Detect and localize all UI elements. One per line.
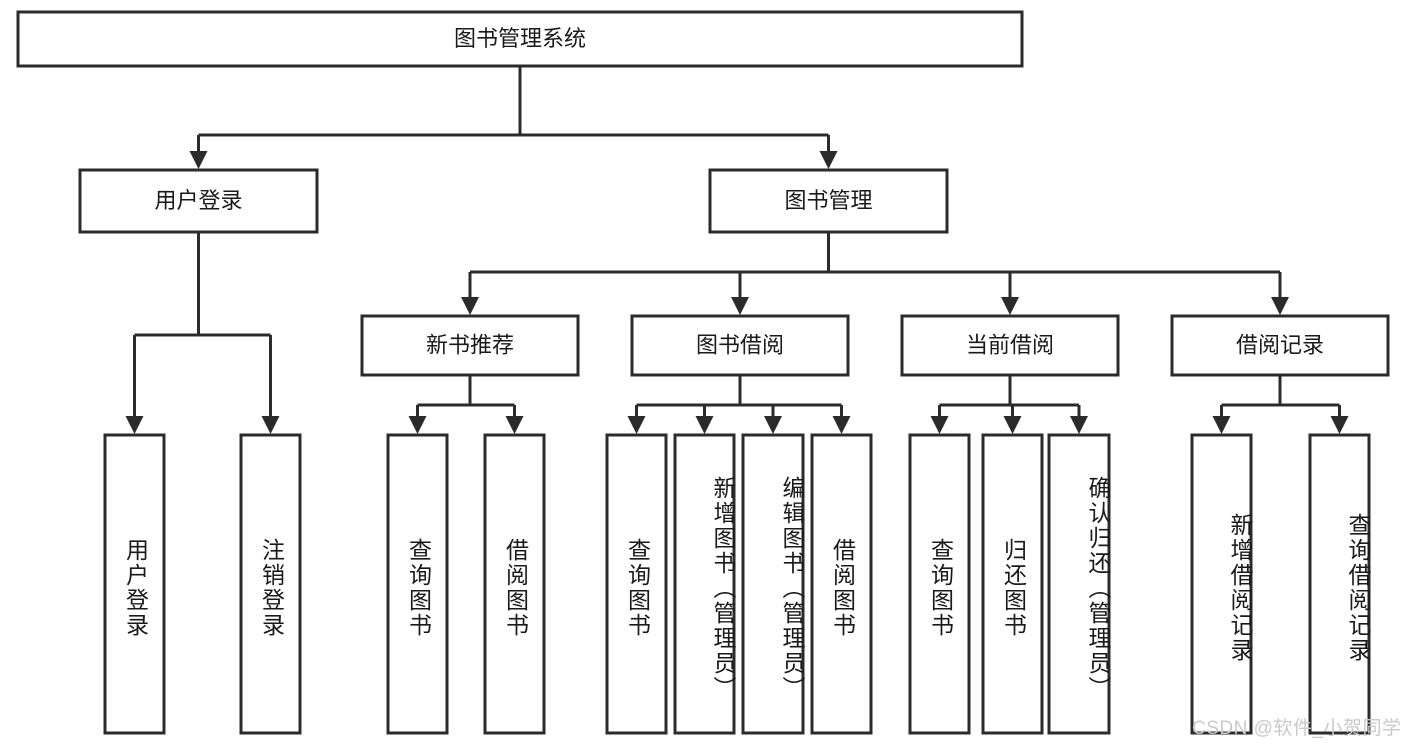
arrow-head-icon xyxy=(832,416,851,434)
arrow-head-icon xyxy=(764,416,782,434)
node-leaf-logout[interactable] xyxy=(239,433,302,735)
node-label: 图书管理 xyxy=(784,188,872,213)
arrow-head-icon xyxy=(930,416,949,434)
node-leaf-confirm-return[interactable] xyxy=(1047,433,1111,735)
node-label: 用户登录 xyxy=(154,188,242,213)
node-label: 借阅记录 xyxy=(1236,332,1324,357)
arrow-head-icon xyxy=(627,416,646,434)
arrow-head-icon xyxy=(461,297,479,315)
node-label: 图书借阅 xyxy=(696,332,784,357)
node-leaf-add-record[interactable] xyxy=(1190,433,1253,735)
arrow-head-icon xyxy=(408,416,427,434)
connectors-layer xyxy=(125,66,1349,434)
arrow-head-icon xyxy=(819,151,838,169)
arrow-head-icon xyxy=(125,416,144,434)
node-current-borrow[interactable]: 当前借阅 xyxy=(900,314,1120,377)
node-label: 新书推荐 xyxy=(426,332,514,357)
node-title-root[interactable]: 图书管理系统 xyxy=(16,10,1024,68)
node-borrow-record[interactable]: 借阅记录 xyxy=(1170,314,1390,377)
node-label: 图书管理系统 xyxy=(454,26,586,51)
arrow-head-icon xyxy=(1001,297,1019,315)
node-leaf-borrow-book-1[interactable] xyxy=(483,433,546,735)
node-leaf-query-record[interactable] xyxy=(1308,433,1371,735)
node-leaf-query-book-3[interactable] xyxy=(908,433,971,735)
arrow-head-icon xyxy=(1271,297,1289,315)
node-leaf-query-book-1[interactable] xyxy=(386,433,449,735)
node-leaf-user-login[interactable] xyxy=(103,433,166,735)
arrow-head-icon xyxy=(1330,416,1349,434)
arrow-head-icon xyxy=(505,416,524,434)
node-new-book-recommend[interactable]: 新书推荐 xyxy=(360,314,580,377)
arrow-head-icon xyxy=(1003,416,1022,434)
node-leaf-add-book[interactable] xyxy=(673,433,736,735)
arrow-head-icon xyxy=(1212,416,1231,434)
arrow-head-icon xyxy=(189,151,208,169)
arrow-head-icon xyxy=(695,416,714,434)
node-label: 当前借阅 xyxy=(966,332,1054,357)
node-leaf-borrow-book-2[interactable] xyxy=(810,433,873,735)
watermark-text: CSDN @软件_小贺同学 xyxy=(1192,718,1402,739)
arrow-head-icon xyxy=(1070,416,1088,434)
node-leaf-query-book-2[interactable] xyxy=(605,433,668,735)
node-book-manage[interactable]: 图书管理 xyxy=(708,168,949,234)
arrow-head-icon xyxy=(261,416,280,434)
arrow-head-icon xyxy=(731,297,749,315)
node-leaf-edit-book[interactable] xyxy=(741,433,805,735)
node-book-borrow[interactable]: 图书借阅 xyxy=(630,314,850,377)
node-leaf-return-book[interactable] xyxy=(981,433,1044,735)
node-user-login[interactable]: 用户登录 xyxy=(78,168,319,234)
